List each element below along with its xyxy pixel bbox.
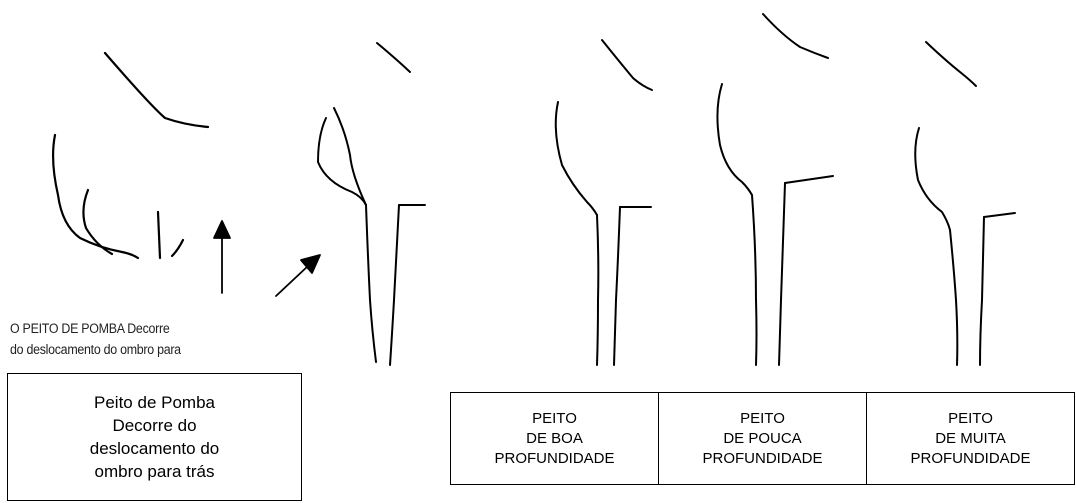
depth-cell-line: PEITO (948, 409, 993, 429)
pigeon-chest-horse-sketch (318, 43, 425, 365)
scanned-caption-text: O PEITO DE POMBA Decorre do deslocamento… (10, 318, 280, 370)
shallow-depth-chest-sketch (717, 14, 833, 365)
depth-cell-line: PEITO (532, 409, 577, 429)
depth-cell-deep: PEITO DE MUITA PROFUNDIDADE (867, 393, 1074, 484)
up-arrow-icon (214, 221, 230, 293)
depth-cell-line: PROFUNDIDADE (494, 449, 614, 469)
caption-line: ombro para trás (95, 460, 215, 483)
depth-cell-line: PEITO (740, 409, 785, 429)
scanned-caption-line-2: do deslocamento do ombro para (10, 339, 280, 360)
caption-line: deslocamento do (90, 437, 219, 460)
diagonal-arrow-icon (276, 255, 320, 296)
good-depth-chest-sketch (556, 40, 652, 365)
depth-cell-line: DE MUITA (935, 429, 1006, 449)
scanned-caption-line-1: O PEITO DE POMBA Decorre (10, 318, 280, 339)
depth-cell-line: DE BOA (526, 429, 583, 449)
pigeon-chest-caption-box: Peito de Pomba Decorre do deslocamento d… (7, 373, 302, 501)
depth-cell-line: PROFUNDIDADE (702, 449, 822, 469)
depth-cell-good: PEITO DE BOA PROFUNDIDADE (451, 393, 659, 484)
pigeon-chest-closeup-sketch (53, 53, 208, 258)
chest-depth-table: PEITO DE BOA PROFUNDIDADE PEITO DE POUCA… (450, 392, 1075, 485)
depth-cell-line: DE POUCA (723, 429, 801, 449)
caption-line: Peito de Pomba (94, 391, 215, 414)
depth-cell-line: PROFUNDIDADE (910, 449, 1030, 469)
depth-cell-shallow: PEITO DE POUCA PROFUNDIDADE (659, 393, 867, 484)
deep-chest-sketch (915, 42, 1015, 365)
caption-line: Decorre do (112, 414, 196, 437)
